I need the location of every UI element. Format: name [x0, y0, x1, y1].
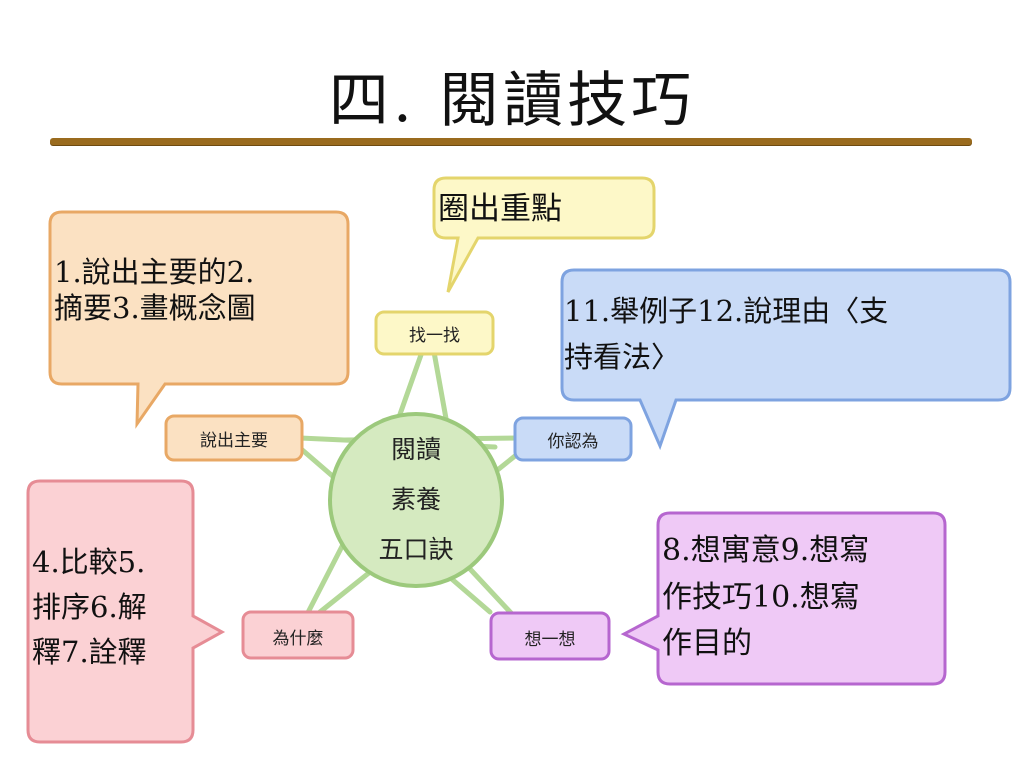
node-find-label: 找一找 [409, 326, 460, 346]
callout-examples: 11.舉例子12.說理由〈支 持看法〉 [564, 288, 1008, 381]
callout-blue-shape [560, 268, 1012, 451]
callout-purple-shape [620, 511, 947, 686]
page-title: 四. 閱讀技巧 [328, 66, 696, 136]
callout-implied-line2: 作技巧10.想寫 [662, 579, 860, 615]
callout-main-idea-line1: 1.說出主要的2. [54, 255, 255, 289]
callout-examples-line1: 11.舉例子12.說理由〈支 [564, 294, 889, 328]
callout-implied: 8.想寓意9.想寫 作技巧10.想寫 作目的 [662, 528, 944, 668]
node-summarize-label: 說出主要 [200, 431, 268, 451]
node-think-box [489, 611, 611, 661]
center-line-3: 五口訣 [378, 535, 454, 564]
callout-compare-line3: 釋7.詮釋 [32, 634, 147, 669]
callout-yellow-shape [432, 176, 656, 293]
node-think-label: 想一想 [524, 630, 576, 650]
node-summarize-box [164, 414, 304, 462]
node-why-label: 為什麼 [272, 629, 324, 649]
callout-compare: 4.比較5. 排序6.解 釋7.詮釋 [32, 540, 192, 675]
callout-circle-key-points: 圈出重點 [438, 191, 562, 227]
node-you-think-label: 你認為 [547, 432, 599, 452]
center-circle [328, 412, 504, 588]
node-you-think-box [513, 416, 633, 462]
callout-implied-line3: 作目的 [662, 626, 752, 661]
center-line-1: 閱讀 [390, 435, 441, 464]
callout-compare-line1: 4.比較5. [32, 545, 146, 579]
node-find-box [374, 310, 495, 356]
callout-orange-shape [48, 210, 350, 429]
center-label: 閱讀 素養 五口訣 [331, 425, 501, 575]
callout-examples-line2: 持看法〉 [564, 340, 681, 375]
callout-compare-line2: 排序6.解 [32, 589, 147, 624]
callout-main-idea: 1.說出主要的2. 摘要3.畫概念圖 [54, 254, 346, 327]
callout-pink-shape [26, 479, 226, 744]
callout-main-idea-line2: 摘要3.畫概念圖 [54, 291, 256, 326]
title-divider [50, 138, 972, 145]
center-line-2: 素養 [390, 485, 441, 514]
callout-implied-line1: 8.想寓意9.想寫 [662, 533, 870, 568]
node-why-box [241, 610, 355, 660]
